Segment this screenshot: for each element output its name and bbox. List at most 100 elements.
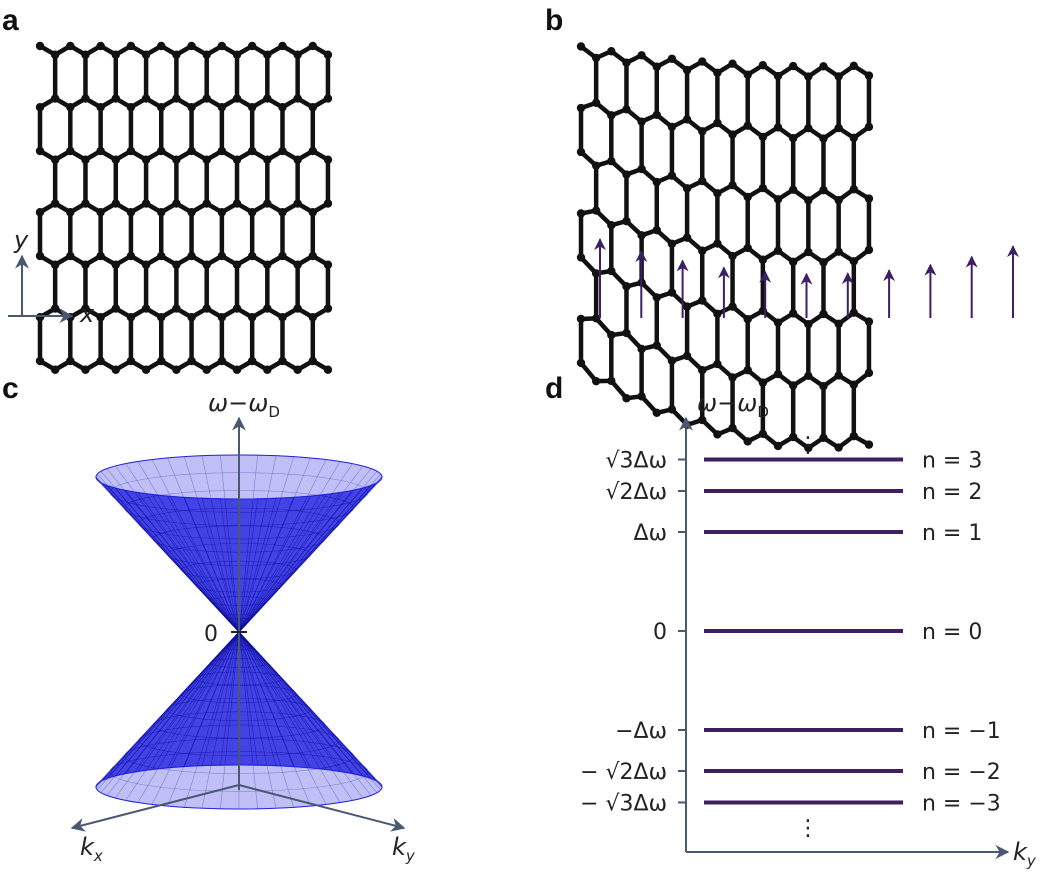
strained-lattice-atom	[607, 47, 616, 56]
strained-lattice-atom	[728, 130, 737, 139]
strained-lattice-atom	[819, 309, 828, 319]
lattice-atom	[293, 260, 302, 269]
lattice-atom	[96, 313, 105, 322]
lattice-atom	[278, 313, 287, 322]
strained-lattice-atom	[849, 380, 858, 389]
strained-lattice-atom	[728, 251, 737, 261]
strained-lattice-atom	[804, 371, 813, 381]
strained-lattice-atom	[788, 432, 798, 442]
strained-lattice-atom	[652, 62, 661, 71]
strained-lattice-atom	[652, 293, 661, 302]
lattice-atom	[81, 155, 90, 164]
strained-lattice-atom	[713, 189, 722, 198]
strained-lattice-atom	[743, 437, 752, 446]
lattice-atom	[278, 251, 287, 261]
lattice-atom	[278, 103, 287, 112]
strained-lattice-atom	[804, 196, 813, 205]
lattice-atom	[35, 146, 45, 156]
strained-lattice-atom	[622, 216, 631, 226]
lattice-atom	[293, 94, 302, 103]
lattice-atom	[187, 313, 196, 322]
strained-lattice-atom	[728, 302, 737, 311]
strained-lattice-atom	[576, 209, 586, 218]
lattice-atom	[96, 146, 105, 156]
strained-lattice-atom	[591, 269, 601, 278]
strained-lattice-atom	[773, 123, 783, 132]
strained-lattice-atom	[637, 231, 646, 240]
strained-lattice-atom	[728, 423, 737, 433]
strained-lattice-atom	[849, 308, 858, 317]
lattice-atom	[35, 208, 45, 217]
strained-lattice-atom	[773, 441, 783, 451]
level-index-label: n = 0	[922, 620, 982, 645]
lattice-atom	[308, 103, 317, 112]
panel-b-label: b	[545, 4, 563, 37]
strained-lattice-atom	[864, 71, 874, 80]
lattice-atom	[111, 155, 120, 164]
level-index-label: n = 3	[922, 449, 982, 474]
lattice-atom	[308, 146, 317, 156]
lattice-atom	[187, 356, 196, 366]
lattice-atom	[247, 146, 257, 156]
lattice-atom	[308, 208, 317, 217]
lattice-atom	[141, 94, 151, 103]
strained-honeycomb-lattice	[576, 42, 874, 453]
lattice-atom	[50, 155, 60, 164]
strained-lattice-atom	[576, 253, 586, 262]
strained-lattice-atom	[758, 132, 768, 142]
lattice-atom	[293, 199, 302, 208]
level-energy-label: 0	[653, 620, 667, 645]
strained-lattice-atom	[713, 309, 722, 319]
strained-lattice-atom	[864, 245, 874, 255]
lattice-atom	[111, 365, 120, 374]
strained-lattice-atom	[576, 42, 586, 51]
x-axis-label: x	[79, 300, 95, 328]
lattice-atom	[172, 304, 181, 313]
lattice-atom	[81, 304, 90, 313]
strained-lattice-atom	[682, 420, 692, 430]
strained-lattice-atom	[728, 373, 737, 382]
strained-lattice-atom	[773, 246, 783, 255]
lattice-atom	[232, 155, 242, 164]
lattice-atom	[232, 94, 242, 103]
strained-lattice-atom	[682, 184, 692, 193]
strained-lattice-atom	[591, 53, 601, 63]
strained-lattice-atom	[864, 440, 874, 449]
lattice-atom	[217, 356, 227, 366]
ky-label: ky	[392, 833, 416, 865]
strained-lattice-atom	[819, 382, 828, 391]
lattice-atom	[66, 208, 75, 217]
lattice-atom	[157, 251, 166, 261]
lattice-atom	[247, 251, 257, 261]
strained-lattice-atom	[652, 341, 661, 350]
lattice-atom	[202, 365, 211, 374]
level-energy-label: −Δω	[615, 719, 667, 744]
lattice-atom	[157, 41, 166, 51]
strained-lattice-atom	[607, 221, 616, 230]
strained-lattice-atom	[682, 302, 692, 311]
strained-lattice-atom	[773, 318, 783, 327]
strained-lattice-atom	[788, 309, 798, 318]
strained-lattice-atom	[713, 68, 722, 77]
strained-lattice-atom	[622, 105, 631, 114]
panel-d-label: d	[545, 372, 563, 405]
strained-lattice-atom	[667, 239, 677, 249]
strained-lattice-atom	[667, 356, 677, 365]
lattice-atom	[126, 103, 136, 112]
lattice-atom	[278, 146, 287, 156]
lattice-atom	[126, 41, 136, 51]
level-index-label: n = −2	[922, 760, 1001, 785]
strained-lattice-atom	[804, 443, 813, 453]
lattice-atom	[96, 208, 105, 217]
lattice-atom	[293, 304, 302, 313]
level-index-label: n = −3	[922, 791, 1001, 816]
level-energy-label: √3Δω	[606, 449, 668, 474]
lattice-atom	[157, 356, 166, 366]
strained-lattice-atom	[728, 180, 737, 190]
lattice-atom	[81, 260, 90, 269]
strained-lattice-atom	[591, 376, 601, 386]
lattice-atom	[217, 146, 227, 156]
lattice-atom	[111, 260, 120, 269]
lattice-atom	[247, 103, 257, 112]
lattice-atom	[50, 260, 60, 269]
